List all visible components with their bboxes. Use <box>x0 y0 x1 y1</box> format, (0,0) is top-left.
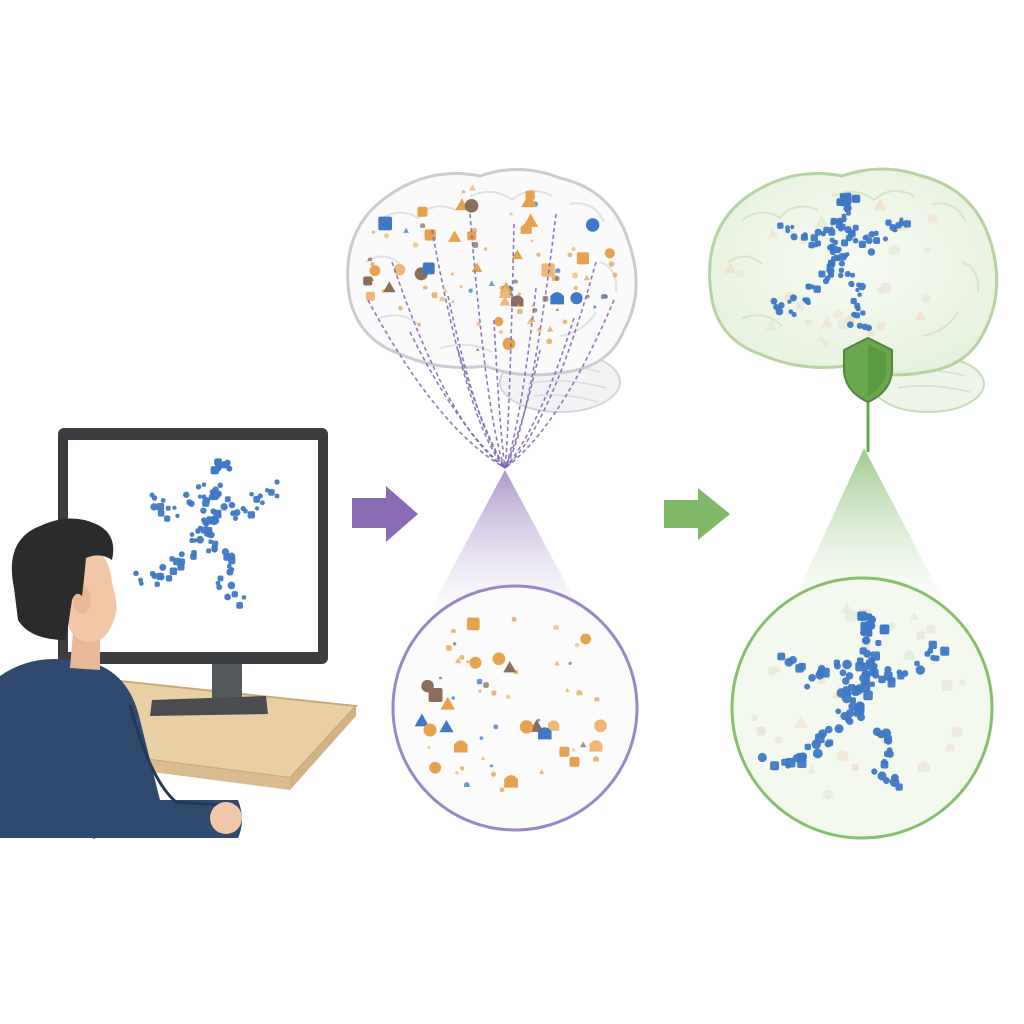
brain-feature-scatter <box>363 184 618 351</box>
green-focus-cone <box>792 448 946 605</box>
brain-icon <box>708 167 999 413</box>
magnifier-circle-icon <box>730 576 994 840</box>
arrow-to-scattered <box>352 486 418 542</box>
integrated-brain-panel <box>708 167 999 840</box>
arrow-right-icon <box>664 488 730 540</box>
arrow-to-integrated <box>664 488 730 540</box>
monitor-icon <box>58 428 328 716</box>
arrow-right-icon <box>352 486 418 542</box>
person-icon <box>0 518 242 838</box>
magnified-feature-scatter <box>414 616 607 793</box>
magnifier-circle-icon <box>391 584 639 832</box>
running-figure-icon <box>757 611 950 791</box>
running-figure-icon <box>133 458 280 609</box>
neural-fiber-icon <box>367 213 615 469</box>
running-figure-icon <box>770 192 911 332</box>
scattered-brain-panel <box>346 168 639 832</box>
purple-focus-cone <box>430 470 580 610</box>
viewer-panel <box>0 428 359 839</box>
